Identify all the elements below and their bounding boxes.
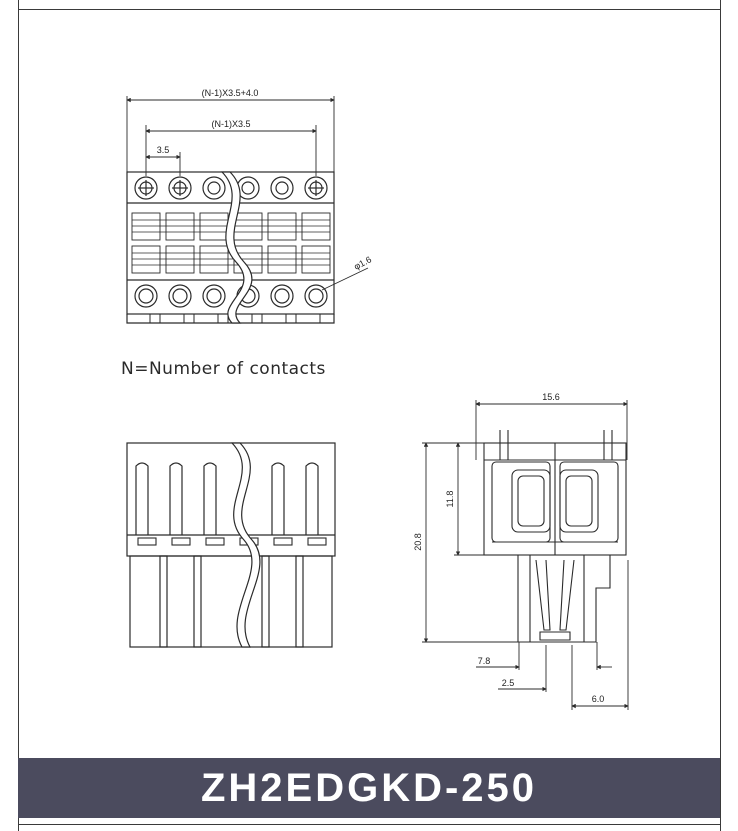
label-hole-diameter: φ1.6	[352, 254, 373, 271]
label-pitch-span: (N-1)X3.5	[211, 119, 250, 129]
label-total-height: 20.8	[413, 533, 423, 551]
label-dim-6-0: 6.0	[592, 694, 605, 704]
model-name: ZH2EDGKD-250	[200, 765, 538, 810]
label-dim-7-8: 7.8	[478, 656, 491, 666]
side-view	[422, 400, 629, 710]
bottom-teeth	[149, 314, 321, 323]
front-pin-block	[129, 555, 333, 648]
screw-holes-top	[134, 176, 328, 200]
label-dim-2-5: 2.5	[502, 678, 515, 688]
wire-windows	[131, 212, 331, 274]
frame-bottom-border	[18, 824, 721, 825]
frame-top-border	[18, 9, 721, 10]
contacts-caption: N=Number of contacts	[121, 359, 326, 379]
break-line	[220, 171, 253, 324]
top-view	[126, 96, 369, 324]
front-fingers	[135, 462, 319, 535]
dim-overall-width	[126, 96, 335, 176]
label-pitch: 3.5	[157, 145, 170, 155]
front-view	[126, 442, 336, 648]
hole-leader	[321, 267, 369, 291]
front-pin-separators	[159, 555, 304, 648]
label-overall-width: (N-1)X3.5+4.0	[202, 88, 259, 98]
model-banner: ZH2EDGKD-250	[18, 758, 720, 818]
contact-holes-bottom	[134, 284, 328, 308]
front-slots	[137, 537, 327, 546]
frame-left-border	[18, 0, 19, 831]
frame-right-border	[720, 0, 721, 831]
dim-pitch-span	[145, 125, 317, 176]
label-side-width: 15.6	[542, 392, 560, 402]
label-body-height: 11.8	[445, 491, 455, 508]
front-break-line	[230, 442, 261, 648]
